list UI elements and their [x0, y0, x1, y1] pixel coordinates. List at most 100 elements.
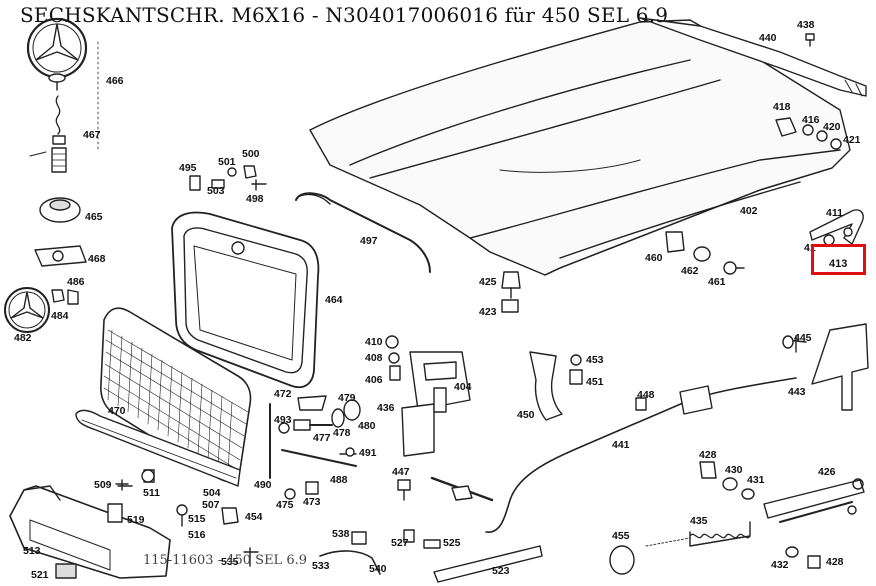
part-label: 428 — [699, 449, 717, 461]
part-label: 482 — [14, 332, 32, 344]
page-title: SECHSKANTSCHR. M6X16 - N304017006016 für… — [20, 3, 669, 27]
gasket — [34, 245, 87, 267]
part-label: 523 — [492, 565, 510, 577]
tension-spring — [609, 521, 751, 575]
hood-panel — [309, 19, 851, 276]
grille-lower-trim — [75, 409, 241, 487]
part-label: 41 — [804, 242, 816, 254]
part-label: 441 — [612, 439, 630, 451]
part-label: 480 — [358, 420, 376, 432]
hood-strip — [639, 17, 867, 97]
part-label: 410 — [365, 336, 383, 348]
hinge-bolts — [775, 117, 842, 150]
part-label: 466 — [106, 75, 124, 87]
part-label: 477 — [313, 432, 331, 444]
part-label: 447 — [392, 466, 410, 478]
part-label: 430 — [725, 464, 743, 476]
part-label: 406 — [365, 374, 383, 386]
part-label: 450 — [517, 409, 535, 421]
part-label: 473 — [303, 496, 321, 508]
part-label: 521 — [31, 569, 49, 581]
part-label: 478 — [333, 427, 351, 439]
part-label: 475 — [276, 499, 294, 511]
parts-475-473 — [284, 481, 319, 500]
part-label: 467 — [83, 129, 101, 141]
diagram-footer-caption: 115-11603 - 450 SEL 6.9 — [143, 553, 307, 568]
part-label: 472 — [274, 388, 292, 400]
small-clips-lower — [107, 503, 239, 527]
part-label: 421 — [843, 134, 861, 146]
part-label: 535 — [221, 556, 239, 568]
part-label: 438 — [797, 19, 815, 31]
part-label: 420 — [823, 121, 841, 133]
spring-clip — [29, 41, 99, 173]
nuts-484-486 — [51, 289, 79, 305]
part-label: 462 — [681, 265, 699, 277]
bottom-trim-strips — [243, 529, 543, 583]
part-label: 503 — [207, 185, 225, 197]
part-label: 418 — [773, 101, 791, 113]
part-label: 519 — [127, 514, 145, 526]
part-label: 460 — [645, 252, 663, 264]
hood-hinge-arm — [809, 209, 864, 246]
hood-hinge-parts — [665, 231, 745, 275]
screw-438 — [805, 33, 815, 47]
safety-catch-hook — [529, 351, 583, 421]
part-label: 509 — [94, 479, 112, 491]
part-label: 455 — [612, 530, 630, 542]
highlight-box-part-413[interactable] — [811, 244, 866, 275]
part-label: 461 — [708, 276, 726, 288]
round-badge — [4, 287, 50, 333]
part-label: 411 — [826, 207, 843, 219]
part-label: 423 — [479, 306, 497, 318]
part-label: 511 — [143, 487, 160, 499]
part-label: 432 — [771, 559, 789, 571]
part-label: 440 — [759, 32, 777, 44]
part-label: 515 — [188, 513, 206, 525]
part-label: 513 — [23, 545, 41, 557]
parts-490-491 — [345, 447, 355, 457]
part-label: 435 — [690, 515, 708, 527]
washers-right — [699, 461, 755, 500]
rod-488 — [281, 449, 357, 467]
part-label: 408 — [365, 352, 383, 364]
part-label: 453 — [586, 354, 604, 366]
star-emblem — [26, 17, 88, 91]
part-label: 500 — [242, 148, 260, 160]
part-label: 490 — [254, 479, 272, 491]
screws-509-511 — [117, 469, 155, 487]
part-label: 497 — [360, 235, 378, 247]
part-label: 425 — [479, 276, 497, 288]
part-label: 464 — [325, 294, 343, 306]
radiator-grille-frame — [171, 211, 320, 389]
washers-bottom-right — [785, 546, 821, 569]
part-label: 498 — [246, 193, 264, 205]
part-label: 486 — [67, 276, 85, 288]
part-label: 416 — [802, 114, 820, 126]
lower-front-panel — [9, 485, 171, 579]
connecting-rod — [763, 478, 865, 523]
part-label: 525 — [443, 537, 461, 549]
bracket-472 — [269, 395, 327, 479]
part-label: 527 — [391, 537, 409, 549]
part-label: 491 — [359, 447, 377, 459]
part-label: 428 — [826, 556, 844, 568]
emblem-base — [39, 197, 81, 223]
part-label: 516 — [188, 529, 206, 541]
release-lever — [782, 323, 869, 411]
part-label: 540 — [369, 563, 387, 575]
part-label: 468 — [88, 253, 106, 265]
release-cable — [430, 377, 797, 533]
part-label: 465 — [85, 211, 103, 223]
hood-latch — [385, 335, 471, 457]
buffer-parts — [278, 399, 361, 434]
part-label: 426 — [818, 466, 836, 478]
part-label: 538 — [332, 528, 350, 540]
part-label: 488 — [330, 474, 348, 486]
part-label: 404 — [454, 381, 472, 393]
part-label: 501 — [218, 156, 236, 168]
part-label: 479 — [338, 392, 356, 404]
part-label: 507 — [202, 499, 220, 511]
part-label: 470 — [108, 405, 126, 417]
